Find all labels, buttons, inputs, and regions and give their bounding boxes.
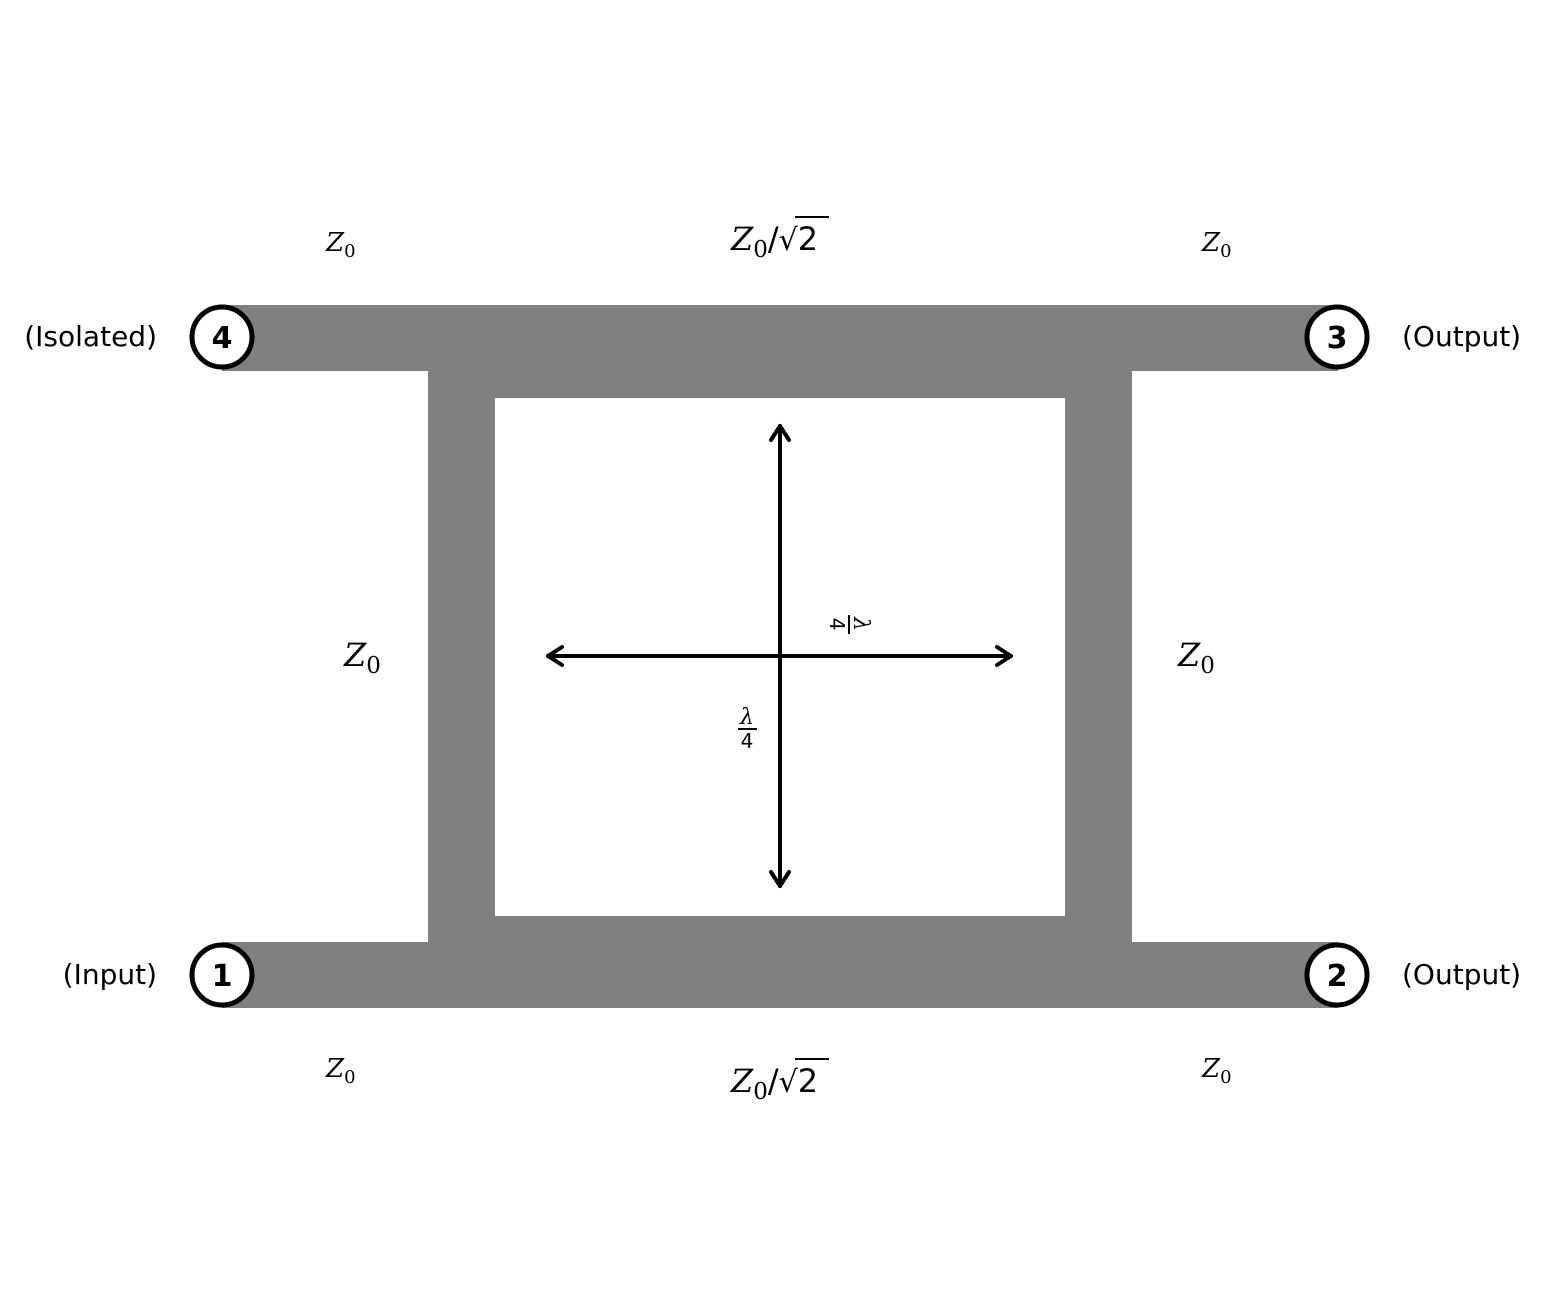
svg-text:4: 4: [212, 321, 233, 356]
port-1: 1: [189, 942, 255, 1008]
port-3: 3: [1304, 304, 1370, 370]
port-4: 4: [189, 304, 255, 370]
svg-text:Z0/√2: Z0/√2: [730, 220, 818, 263]
right-shunt-line: [1065, 305, 1132, 1008]
svg-text:2: 2: [1327, 959, 1348, 994]
port-2: 2: [1304, 942, 1370, 1008]
horizontal-quarter-wave-arrow: [546, 645, 1013, 667]
left-shunt-line: [428, 305, 495, 1008]
svg-text:3: 3: [1327, 321, 1348, 356]
port-4-label: (Isolated): [24, 320, 157, 353]
impedance-bottom-right: Z0: [1201, 1054, 1232, 1088]
impedance-right-shunt: Z0: [1177, 636, 1215, 679]
svg-text:Z0/√2: Z0/√2: [730, 1062, 818, 1105]
impedance-top-left: Z0: [325, 228, 356, 262]
svg-text:4: 4: [825, 618, 849, 631]
quarter-wave-label-horizontal: λ 4: [825, 615, 873, 634]
svg-text:λ: λ: [848, 616, 873, 631]
impedance-top-right: Z0: [1201, 228, 1232, 262]
svg-text:1: 1: [212, 959, 233, 994]
impedance-top-series: Z0/√2: [730, 216, 829, 263]
impedance-bottom-left: Z0: [325, 1054, 356, 1088]
svg-text:4: 4: [741, 729, 754, 753]
svg-text:λ: λ: [739, 705, 754, 730]
bottom-series-line: [428, 916, 1132, 1008]
port-1-label: (Input): [63, 958, 157, 991]
port-2-label: (Output): [1402, 958, 1521, 991]
quarter-wave-label-vertical: λ 4: [738, 705, 757, 753]
top-series-line: [428, 305, 1132, 398]
impedance-left-shunt: Z0: [343, 636, 381, 679]
port-3-label: (Output): [1402, 320, 1521, 353]
impedance-bottom-series: Z0/√2: [730, 1058, 829, 1105]
